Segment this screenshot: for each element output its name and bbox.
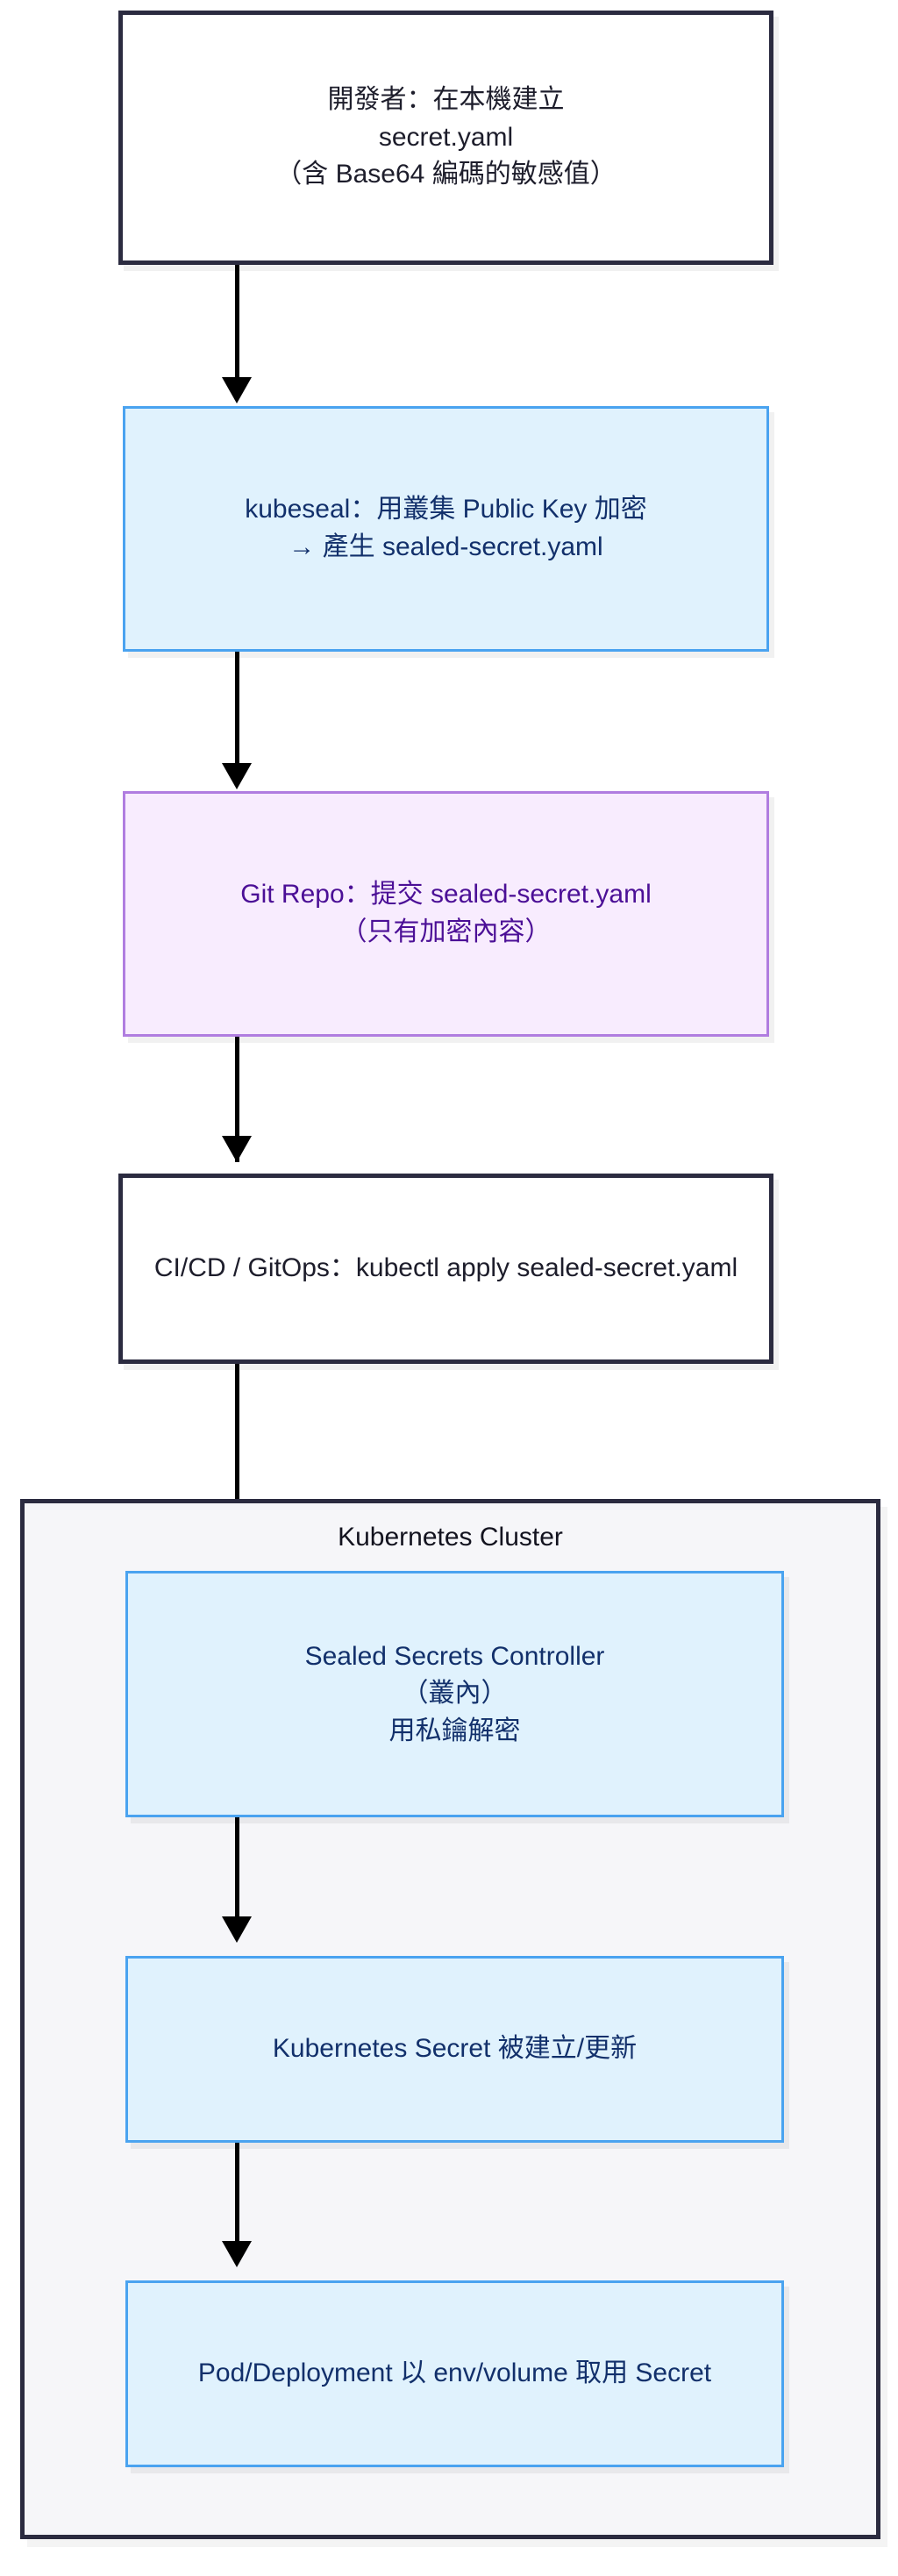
edge-dev-to-kubeseal-arrow	[222, 377, 252, 403]
edge-gitrepo-to-cicd-line	[235, 1035, 239, 1162]
node-git-repo-commit[interactable]: Git Repo：提交 sealed-secret.yaml （只有加密內容）	[123, 791, 769, 1037]
edge-kubeseal-to-gitrepo-arrow	[222, 763, 252, 789]
edge-kubeseal-to-gitrepo-line	[235, 649, 239, 776]
edge-gitrepo-to-cicd-arrow	[222, 1136, 252, 1162]
node-kubernetes-secret[interactable]: Kubernetes Secret 被建立/更新	[125, 1956, 784, 2143]
node-cicd-gitops-apply-label: CI/CD / GitOps：kubectl apply sealed-secr…	[153, 1253, 738, 1283]
edge-cicd-to-controller-line	[235, 1362, 239, 1564]
edge-controller-to-secret-arrow	[222, 1916, 252, 1943]
node-sealed-secrets-controller-label: Sealed Secrets Controller （叢內） 用私鑰解密	[304, 1641, 605, 1745]
edge-secret-to-pod-line	[235, 2140, 239, 2245]
edge-controller-to-secret-line	[235, 1816, 239, 1921]
node-sealed-secrets-controller[interactable]: Sealed Secrets Controller （叢內） 用私鑰解密	[125, 1571, 784, 1817]
node-cicd-gitops-apply[interactable]: CI/CD / GitOps：kubectl apply sealed-secr…	[118, 1174, 773, 1364]
node-kubeseal-encrypt-label: kubeseal：用叢集 Public Key 加密 → 產生 sealed-s…	[245, 495, 647, 561]
node-developer-create-secret[interactable]: 開發者：在本機建立 secret.yaml （含 Base64 編碼的敏感值）	[118, 11, 773, 265]
node-kubeseal-encrypt[interactable]: kubeseal：用叢集 Public Key 加密 → 產生 sealed-s…	[123, 406, 769, 652]
node-pod-deployment-consume-secret[interactable]: Pod/Deployment 以 env/volume 取用 Secret	[125, 2280, 784, 2467]
node-kubernetes-secret-label: Kubernetes Secret 被建立/更新	[272, 2034, 638, 2064]
cluster-title-kubernetes: Kubernetes Cluster	[338, 1523, 563, 1552]
edge-secret-to-pod-arrow	[222, 2241, 252, 2267]
edge-dev-to-kubeseal-line	[235, 263, 239, 390]
node-git-repo-commit-label: Git Repo：提交 sealed-secret.yaml （只有加密內容）	[240, 880, 652, 946]
node-developer-create-secret-label: 開發者：在本機建立 secret.yaml （含 Base64 編碼的敏感值）	[275, 85, 616, 189]
node-pod-deployment-consume-secret-label: Pod/Deployment 以 env/volume 取用 Secret	[197, 2358, 712, 2388]
